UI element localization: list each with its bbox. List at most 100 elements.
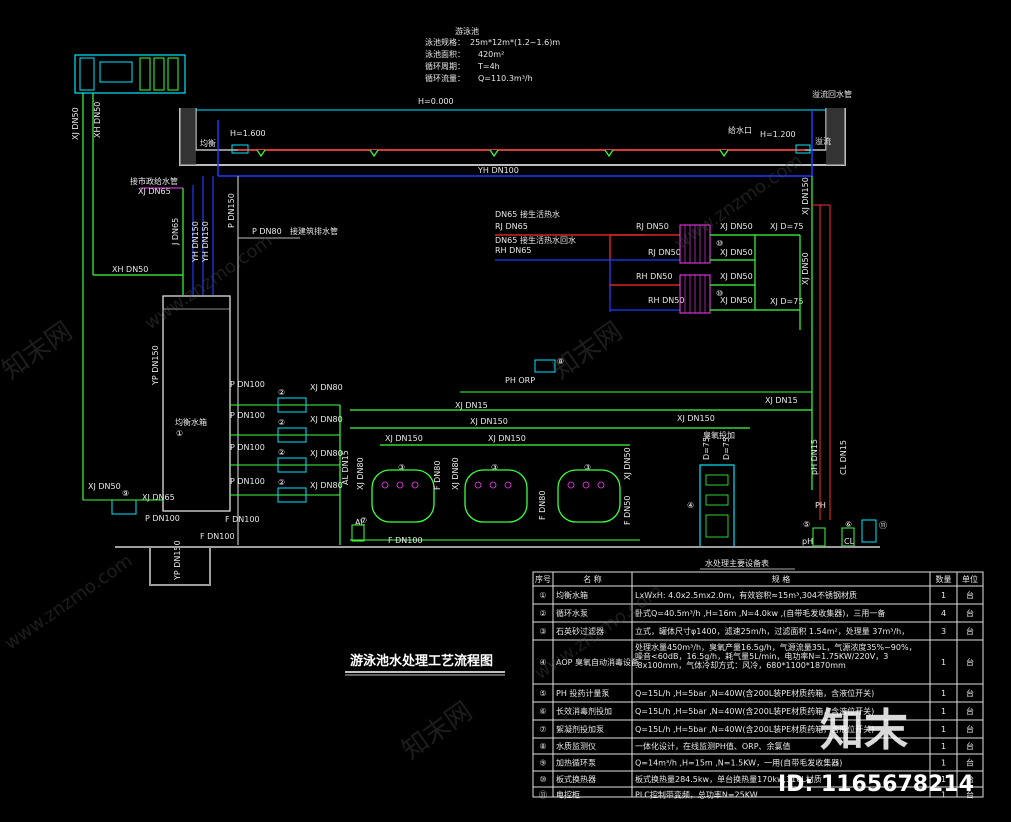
table-row-qty: 3: [941, 627, 946, 636]
table-row-spec: 板式换热量284.5kw，单台换热量170kw,316L材质: [635, 774, 822, 784]
num-6: ⑥: [845, 520, 852, 529]
lbl-p-dn100-3: P DN100: [230, 443, 265, 452]
ozone-unit: ④ D=75 D=75: [687, 437, 735, 548]
pool: H=0.000 H=1.600 H=1.200 均衡 溢流 溢流回水管 给水口: [179, 89, 852, 166]
pool-right-level: H=1.200: [760, 130, 796, 139]
lbl-yh-dn150-a: YH DN150: [191, 221, 200, 263]
lbl-rj-dn50-2: RJ DN50: [648, 248, 681, 257]
lbl-xj-dn65-pump: XJ DN65: [142, 493, 175, 502]
table-row-qty: 1: [941, 742, 946, 751]
left-pipes: XJ DN50 XH DN50 XH DN50 YH DN150 YH DN15…: [71, 93, 338, 545]
table-row-unit: 台: [966, 688, 974, 698]
table-row-qty: 1: [941, 759, 946, 768]
lbl-yp-dn150: YP DN150: [151, 345, 160, 386]
table-row-qty: 1: [941, 775, 946, 784]
lbl-p-dn80-note: 接建筑排水管: [290, 226, 338, 236]
num-11: ⑪: [879, 521, 887, 530]
table-grid: [533, 572, 983, 797]
pool-left-tank: 均衡: [200, 138, 216, 148]
table-row-spec: Q=15L/h ,H=5bar ,N=40W(含200L装PE材质药箱，含液位开…: [635, 688, 874, 698]
num-8: ⑧: [557, 357, 564, 366]
lbl-ph-bottom: pH: [802, 537, 813, 546]
table-row-spec: Q=15L/h ,H=5bar ,N=40W(含200L装PE材质药箱，含液位开…: [635, 706, 874, 716]
wm-logo: 知末: [820, 705, 908, 756]
lbl-rj-dn65: RJ DN65: [495, 222, 528, 231]
table-row-no: ⑪: [539, 791, 547, 800]
lbl-al: AL: [355, 518, 365, 527]
lbl-f-dn100-c: F DN100: [388, 536, 423, 545]
pool-right-tank: 溢流: [815, 136, 831, 146]
table-row-spec-line: 处理水量450m³/h，臭氧产量16.5g/h，气源流量35L，气源浓度35%~…: [635, 642, 917, 652]
table-header-3: 数量: [936, 574, 952, 584]
table-header-1: 名 称: [583, 574, 602, 584]
num-3c: ③: [584, 463, 591, 472]
return-line: YH DN100: [217, 110, 813, 177]
lbl-sand-dn80-3: F DN80: [538, 491, 547, 520]
wm-brand-cn-1: 知末网: [0, 316, 78, 385]
lbl-p-dn80: P DN80: [252, 227, 282, 236]
table-row-no: ⑨: [539, 759, 546, 768]
lbl-xj-dn65: XJ DN65: [138, 187, 171, 196]
table-row-name: 电控柜: [556, 790, 580, 800]
lbl-sand-dn80-2: F DN80: [433, 461, 442, 490]
lbl-xj-dn150-vert: XJ DN150: [801, 177, 810, 215]
table-row-qty: 1: [941, 725, 946, 734]
lbl-rh-dn65: RH DN65: [495, 246, 531, 255]
lbl-dn65-b-note: 接生活热水回水: [520, 235, 576, 245]
lbl-xj-dn15-a: XJ DN15: [455, 401, 488, 410]
num-2d: ②: [278, 478, 285, 487]
lbl-rh-dn50-1: RH DN50: [636, 272, 672, 281]
lbl-xj-dn80-2: XJ DN80: [310, 415, 343, 424]
table-row-spec: 一体化设计，在线监测PH值、ORP、余氯值: [635, 741, 791, 751]
num-2c: ②: [278, 448, 285, 457]
table-row-no: ④: [539, 658, 546, 667]
heat-exchange: DN65 接生活热水 RJ DN65 DN65 接生活热水回水 RH DN65 …: [495, 209, 803, 314]
table-row-spec: PLC控制带变频，总功率N=25KW: [635, 790, 758, 800]
table-row-unit: 台: [966, 626, 974, 636]
lbl-p-dn100-bottom: P DN100: [145, 514, 180, 523]
lbl-p-dn150: P DN150: [227, 193, 236, 228]
right-pipes: XJ DN150 XJ DN50 pH DN15 CL DN15 PH: [799, 176, 848, 520]
lbl-xj-dn50-h3: XJ DN50: [720, 272, 753, 281]
table-row-spec: 卧式Q=40.5m³/h ,H=16m ,N=4.0kw ,(自带毛发收集器)，…: [635, 608, 885, 618]
table-row-name: PH 投药计量泵: [556, 688, 609, 698]
lbl-xj-dn15-b: XJ DN15: [765, 396, 798, 405]
lbl-sand-dn80-4: XJ DN80: [451, 457, 460, 490]
lbl-xj-dn80-4: XJ DN80: [310, 481, 343, 490]
table-row-unit: 台: [966, 774, 974, 784]
lbl-xj-dn50-top: XJ DN50: [71, 107, 80, 140]
table-row-name: 均衡水箱: [556, 590, 588, 600]
lbl-yp-dn150-b: YP DN150: [173, 540, 182, 581]
lbl-dn75b: D=75: [722, 437, 731, 460]
notes-label-4: 循环流量：: [425, 73, 465, 83]
top-notes: 游泳池 泳池规格： 25m*12m*(1.2~1.6)m 泳池面积： 420m²…: [425, 26, 560, 83]
lbl-sand-dn50-1: XJ DN50: [623, 447, 632, 480]
watermark: 知末网 www.znzmo.com 知末网 www.znzmo.com www.…: [0, 150, 974, 797]
table-row-spec-line: .8x100mm，气体冷却方式：风冷，680*1100*1870mm: [635, 660, 846, 670]
lbl-p-dn100-4: P DN100: [230, 477, 265, 486]
notes-value-2: 420m²: [478, 50, 504, 59]
table-title: 水处理主要设备表: [705, 558, 769, 568]
lbl-xj-dn80-1: XJ DN80: [310, 383, 343, 392]
table-row-unit: 台: [966, 741, 974, 751]
lbl-xj-dn65-note: 接市政给水管: [130, 176, 178, 186]
dosing-units: ⑤ ⑥ ⑪ pH CL: [802, 519, 887, 547]
num-7: ⑦: [360, 516, 367, 525]
pool-right-note: 溢流回水管: [812, 89, 852, 99]
lbl-p-dn100-1: P DN100: [230, 380, 265, 389]
lbl-xj-dn50-pump: XJ DN50: [88, 482, 121, 491]
diagram-title-text: 游泳池水处理工艺流程图: [350, 653, 493, 669]
lbl-dn65-a-note: 接生活热水: [520, 209, 560, 219]
wm-brand-cn-3: 知末网: [397, 696, 478, 765]
lbl-dn75a: D=75: [702, 437, 711, 460]
table-row-name: 加热循环泵: [556, 758, 596, 768]
table-row-name: 长效消毒剂投加: [556, 706, 612, 716]
notes-value-4: Q=110.3m³/h: [478, 74, 533, 83]
table-row-qty: 1: [941, 591, 946, 600]
num-10b: ⑩: [716, 289, 723, 298]
table-row-spec: 立式，罐体尺寸φ1400，滤速25m/h，过滤面积 1.54m²，处理量 37m…: [635, 626, 909, 636]
table-row-unit: 台: [966, 790, 974, 800]
table-row-no: ⑥: [539, 707, 546, 716]
